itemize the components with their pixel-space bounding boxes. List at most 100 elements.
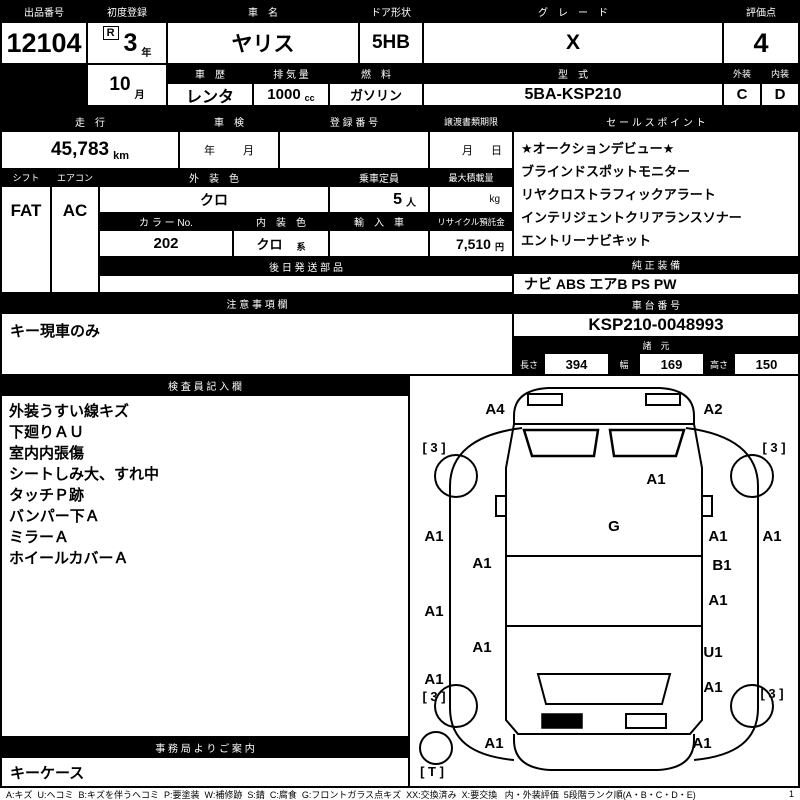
genuine-equipment-value: ナビ ABS エアB PS PW <box>514 274 798 294</box>
page-number: 1 <box>788 789 794 799</box>
transfer-day-unit: 日 <box>491 145 502 157</box>
chassis-number-label: 車 台 番 号 <box>514 296 798 312</box>
dimensions-row: 長さ 394 幅 169 高さ 150 <box>514 354 798 374</box>
score-label: 評価点 <box>724 2 798 21</box>
history-value: レンタ <box>168 84 252 106</box>
lot-number-value: 12104 <box>2 23 86 63</box>
inspector-note-line: タッチＰ跡 <box>9 487 85 504</box>
later-parts-label: 後 日 発 送 部 品 <box>100 258 512 274</box>
color-no-value: 202 <box>100 231 232 256</box>
exterior-grade-label: 外装 <box>724 65 760 82</box>
sales-point-item: インテリジェントクリアランスソナー <box>521 210 742 225</box>
windshield-right <box>608 428 686 458</box>
damage-marker: A1 <box>424 528 443 545</box>
damage-marker: A1 <box>472 639 491 656</box>
inspector-note-line: ホイールカバーＡ <box>9 550 129 567</box>
genuine-equipment-label: 純 正 装 備 <box>514 256 798 272</box>
inspector-note-line: 下廻りＡＵ <box>9 424 85 441</box>
left-mirror <box>495 495 507 517</box>
inspection-month-unit: 月 <box>243 145 254 157</box>
interior-color-suffix: 系 <box>296 242 306 252</box>
damage-marker: A1 <box>424 671 443 688</box>
notes-label: 注 意 事 項 欄 <box>2 294 512 312</box>
grade-label: グ レ ー ド <box>424 2 722 21</box>
damage-marker: A1 <box>484 735 503 752</box>
era-badge: R <box>102 26 119 40</box>
import-value <box>330 231 428 256</box>
inspector-note-line: 外装うすい線キズ <box>9 403 130 420</box>
mileage-unit: km <box>113 150 130 162</box>
registration-number-value <box>280 132 428 168</box>
width-value: 169 <box>640 354 703 374</box>
office-info-label: 事 務 局 よ り ご 案 内 <box>2 738 408 756</box>
windshield-left <box>522 428 600 458</box>
mileage-label: 走 行 <box>2 112 178 130</box>
damage-marker: [ 3 ] <box>762 440 785 455</box>
legend-bar: A:キズ U:ヘコミ B:キズを伴うヘコミ P:要塗装 W:補修跡 S:錆 C:… <box>0 788 800 800</box>
capacity-value: 5 <box>393 190 402 208</box>
import-label: 輸 入 車 <box>330 214 428 229</box>
dimensions-label: 諸 元 <box>514 338 798 352</box>
transfer-deadline-label: 譲渡書類期限 <box>430 112 512 130</box>
first-reg-month: 10 <box>109 74 131 95</box>
later-parts-value <box>100 276 512 292</box>
damage-marker: U1 <box>703 644 722 661</box>
first-reg-month-unit: 月 <box>134 90 145 101</box>
max-load-cell: kg <box>430 187 512 212</box>
car-body <box>505 423 703 735</box>
mileage-value: 45,783 <box>50 139 110 160</box>
shift-value: FAT <box>2 187 50 292</box>
car-name-value: ヤリス <box>168 23 358 63</box>
capacity-cell: 5 人 <box>330 187 428 212</box>
damage-marker: A1 <box>708 592 727 609</box>
rear-window <box>536 673 672 705</box>
recycle-deposit-label: リサイクル預託金 <box>430 214 512 229</box>
interior-grade-value: D <box>762 84 798 105</box>
left-headlight <box>527 393 563 406</box>
left-tail-light <box>541 713 583 729</box>
damage-marker: A1 <box>762 528 781 545</box>
length-value: 394 <box>545 354 608 374</box>
front-left-wheel <box>434 454 478 498</box>
damage-marker: A2 <box>703 401 722 418</box>
spare-tire <box>419 731 453 765</box>
sales-point-item: ★オークションデビュー★ <box>521 141 675 156</box>
shift-label: シフト <box>2 170 50 185</box>
front-right-wheel <box>730 454 774 498</box>
color-no-label: カ ラ ー No. <box>100 214 232 229</box>
displacement-unit: cc <box>304 93 315 103</box>
history-label: 車 歴 <box>168 65 252 82</box>
door-shape-value: 5HB <box>360 23 422 63</box>
damage-marker: A4 <box>485 401 505 418</box>
max-load-unit: kg <box>489 194 500 205</box>
inspector-note-line: バンパー下Ａ <box>9 508 100 525</box>
rear-bumper <box>513 734 695 771</box>
right-mirror <box>701 495 713 517</box>
length-label: 長さ <box>514 354 544 374</box>
interior-color-label: 内 装 色 <box>234 214 328 229</box>
notes-value: キー現車のみ <box>2 314 512 374</box>
transfer-deadline-cell: 月 日 <box>430 132 512 168</box>
first-registration-month-cell: 10 月 <box>88 65 166 105</box>
inspector-note-line: ミラーＡ <box>9 529 70 546</box>
rear-right-wheel <box>730 684 774 728</box>
rear-left-wheel <box>434 684 478 728</box>
grade-value: X <box>424 23 722 63</box>
displacement-label: 排 気 量 <box>254 65 328 82</box>
first-reg-year-unit: 年 <box>141 48 152 59</box>
lot-number-label: 出品番号 <box>2 2 86 21</box>
displacement-value: 1000 <box>267 86 301 103</box>
car-name-label: 車 名 <box>168 2 358 21</box>
interior-grade-label: 内装 <box>762 65 798 82</box>
damage-marker: G <box>608 518 620 535</box>
first-registration-year-cell: R 3 年 <box>88 23 166 63</box>
damage-marker: [ T ] <box>420 764 444 779</box>
door-shape-label: ドア形状 <box>360 2 422 21</box>
sales-point-item: ブラインドスポットモニター <box>521 164 691 179</box>
transfer-month-unit: 月 <box>462 145 473 157</box>
capacity-unit: 人 <box>406 198 416 209</box>
